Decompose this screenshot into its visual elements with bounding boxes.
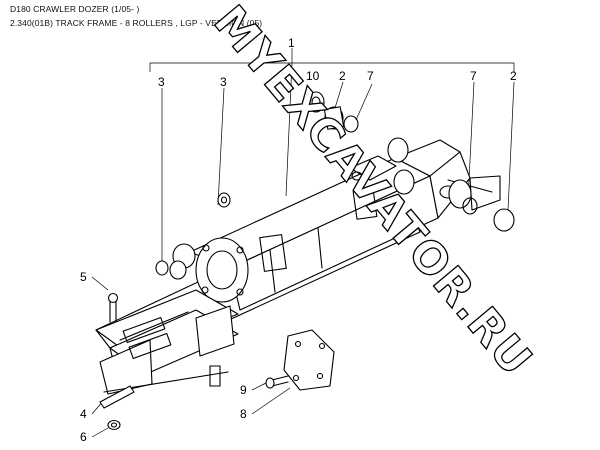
callout-3-mid: 3 <box>220 75 227 89</box>
section-title: 2.340(01B) TRACK FRAME - 8 ROLLERS , LGP… <box>10 18 263 28</box>
callout-8: 8 <box>240 407 247 421</box>
front-guide-assembly <box>95 289 239 431</box>
model-title: D180 CRAWLER DOZER (1/05- ) <box>10 4 140 14</box>
callout-numbers: 1 2 2 3 3 4 5 6 7 7 8 9 10 <box>80 36 517 444</box>
pivot-bearing-parts <box>307 91 515 232</box>
callout-9: 9 <box>240 383 247 397</box>
callout-4: 4 <box>80 407 87 421</box>
callout-3-left: 3 <box>158 75 165 89</box>
cover-plate-8 <box>265 329 335 391</box>
callout-leaders <box>91 48 515 438</box>
callout-2-top: 2 <box>339 69 346 83</box>
callout-10: 10 <box>306 69 320 83</box>
callout-7-right: 7 <box>470 69 477 83</box>
callout-1: 1 <box>288 36 295 50</box>
callout-2-right: 2 <box>510 69 517 83</box>
callout-6: 6 <box>80 430 87 444</box>
bushing-3 <box>155 192 231 276</box>
callout-7-top: 7 <box>367 69 374 83</box>
callout-5: 5 <box>80 270 87 284</box>
